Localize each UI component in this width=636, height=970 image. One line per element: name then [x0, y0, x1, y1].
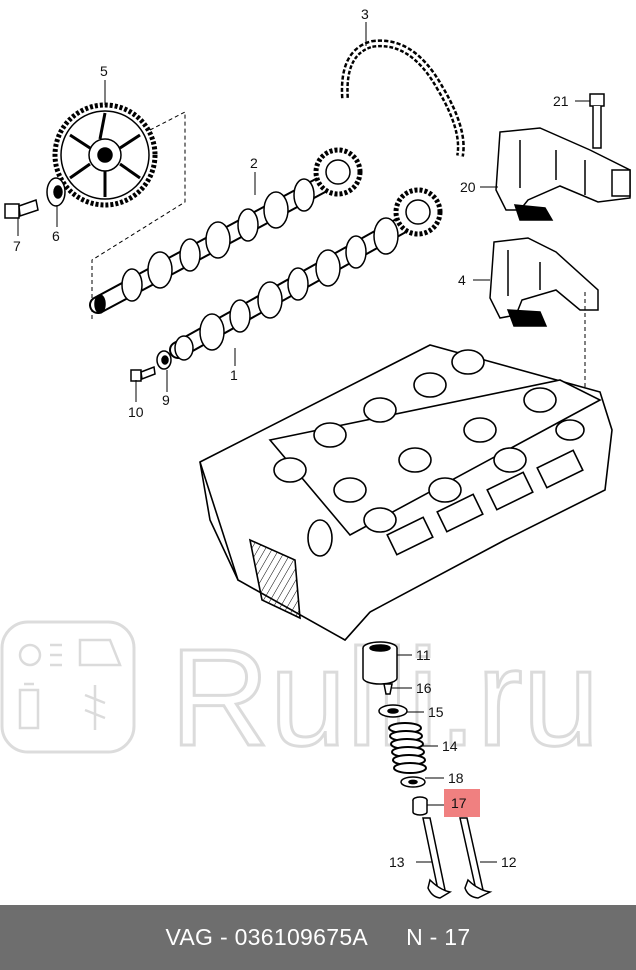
callout-18: 18	[448, 770, 464, 786]
engine-parts-diagram: Rulli.ru	[0, 6, 631, 899]
part-number: VAG - 036109675A	[165, 924, 369, 950]
callout-2: 2	[250, 155, 258, 171]
valve-13	[422, 817, 453, 899]
callout-13: 13	[389, 854, 405, 870]
callout-3: 3	[361, 6, 369, 22]
watermark: Rulli.ru	[0, 620, 601, 777]
chain-tensioner-20	[495, 127, 631, 221]
callout-21: 21	[553, 93, 569, 109]
hydraulic-lifter-11	[362, 641, 398, 685]
bolt-7	[4, 199, 39, 219]
camshaft-group-outline	[91, 111, 186, 320]
callout-11: 11	[416, 647, 431, 663]
callout-1: 1	[230, 367, 238, 383]
spring-retainer-15	[378, 704, 408, 718]
leader-lines	[17, 22, 590, 863]
callout-16: 16	[416, 680, 432, 696]
highlight-box-17	[444, 789, 480, 817]
callout-15: 15	[428, 704, 444, 720]
callout-10: 10	[128, 404, 144, 420]
spring-seat-18	[400, 776, 426, 788]
camshaft-sprocket	[52, 102, 158, 208]
chain-guide-4	[489, 237, 599, 395]
callout-7: 7	[13, 238, 21, 254]
valve-spring-14	[388, 722, 427, 774]
cylinder-head	[199, 344, 613, 642]
bolt-10	[130, 365, 156, 382]
valve-stem-seal-17	[412, 796, 428, 816]
part-footer: VAG - 036109675A N - 17	[0, 905, 636, 970]
valve-12	[459, 817, 493, 899]
callout-5: 5	[100, 63, 108, 79]
washer-9	[156, 350, 172, 370]
callout-9: 9	[162, 392, 170, 408]
diagram-position: N - 17	[406, 924, 471, 950]
callout-labels: 5 2 3 21 20 4 7 6 1 9 10 11 16 15 14 18 …	[13, 6, 569, 870]
valve-keeper-16	[383, 683, 393, 695]
callout-14: 14	[442, 738, 458, 754]
callout-4: 4	[458, 272, 466, 288]
washer-6	[46, 177, 66, 207]
callout-6: 6	[52, 228, 60, 244]
camshaft-1	[169, 187, 443, 361]
callout-12: 12	[501, 854, 517, 870]
callout-17: 17	[451, 795, 467, 811]
callout-20: 20	[460, 179, 476, 195]
camshaft-2	[89, 147, 363, 314]
timing-chain	[340, 39, 465, 157]
bolt-21	[589, 93, 605, 149]
